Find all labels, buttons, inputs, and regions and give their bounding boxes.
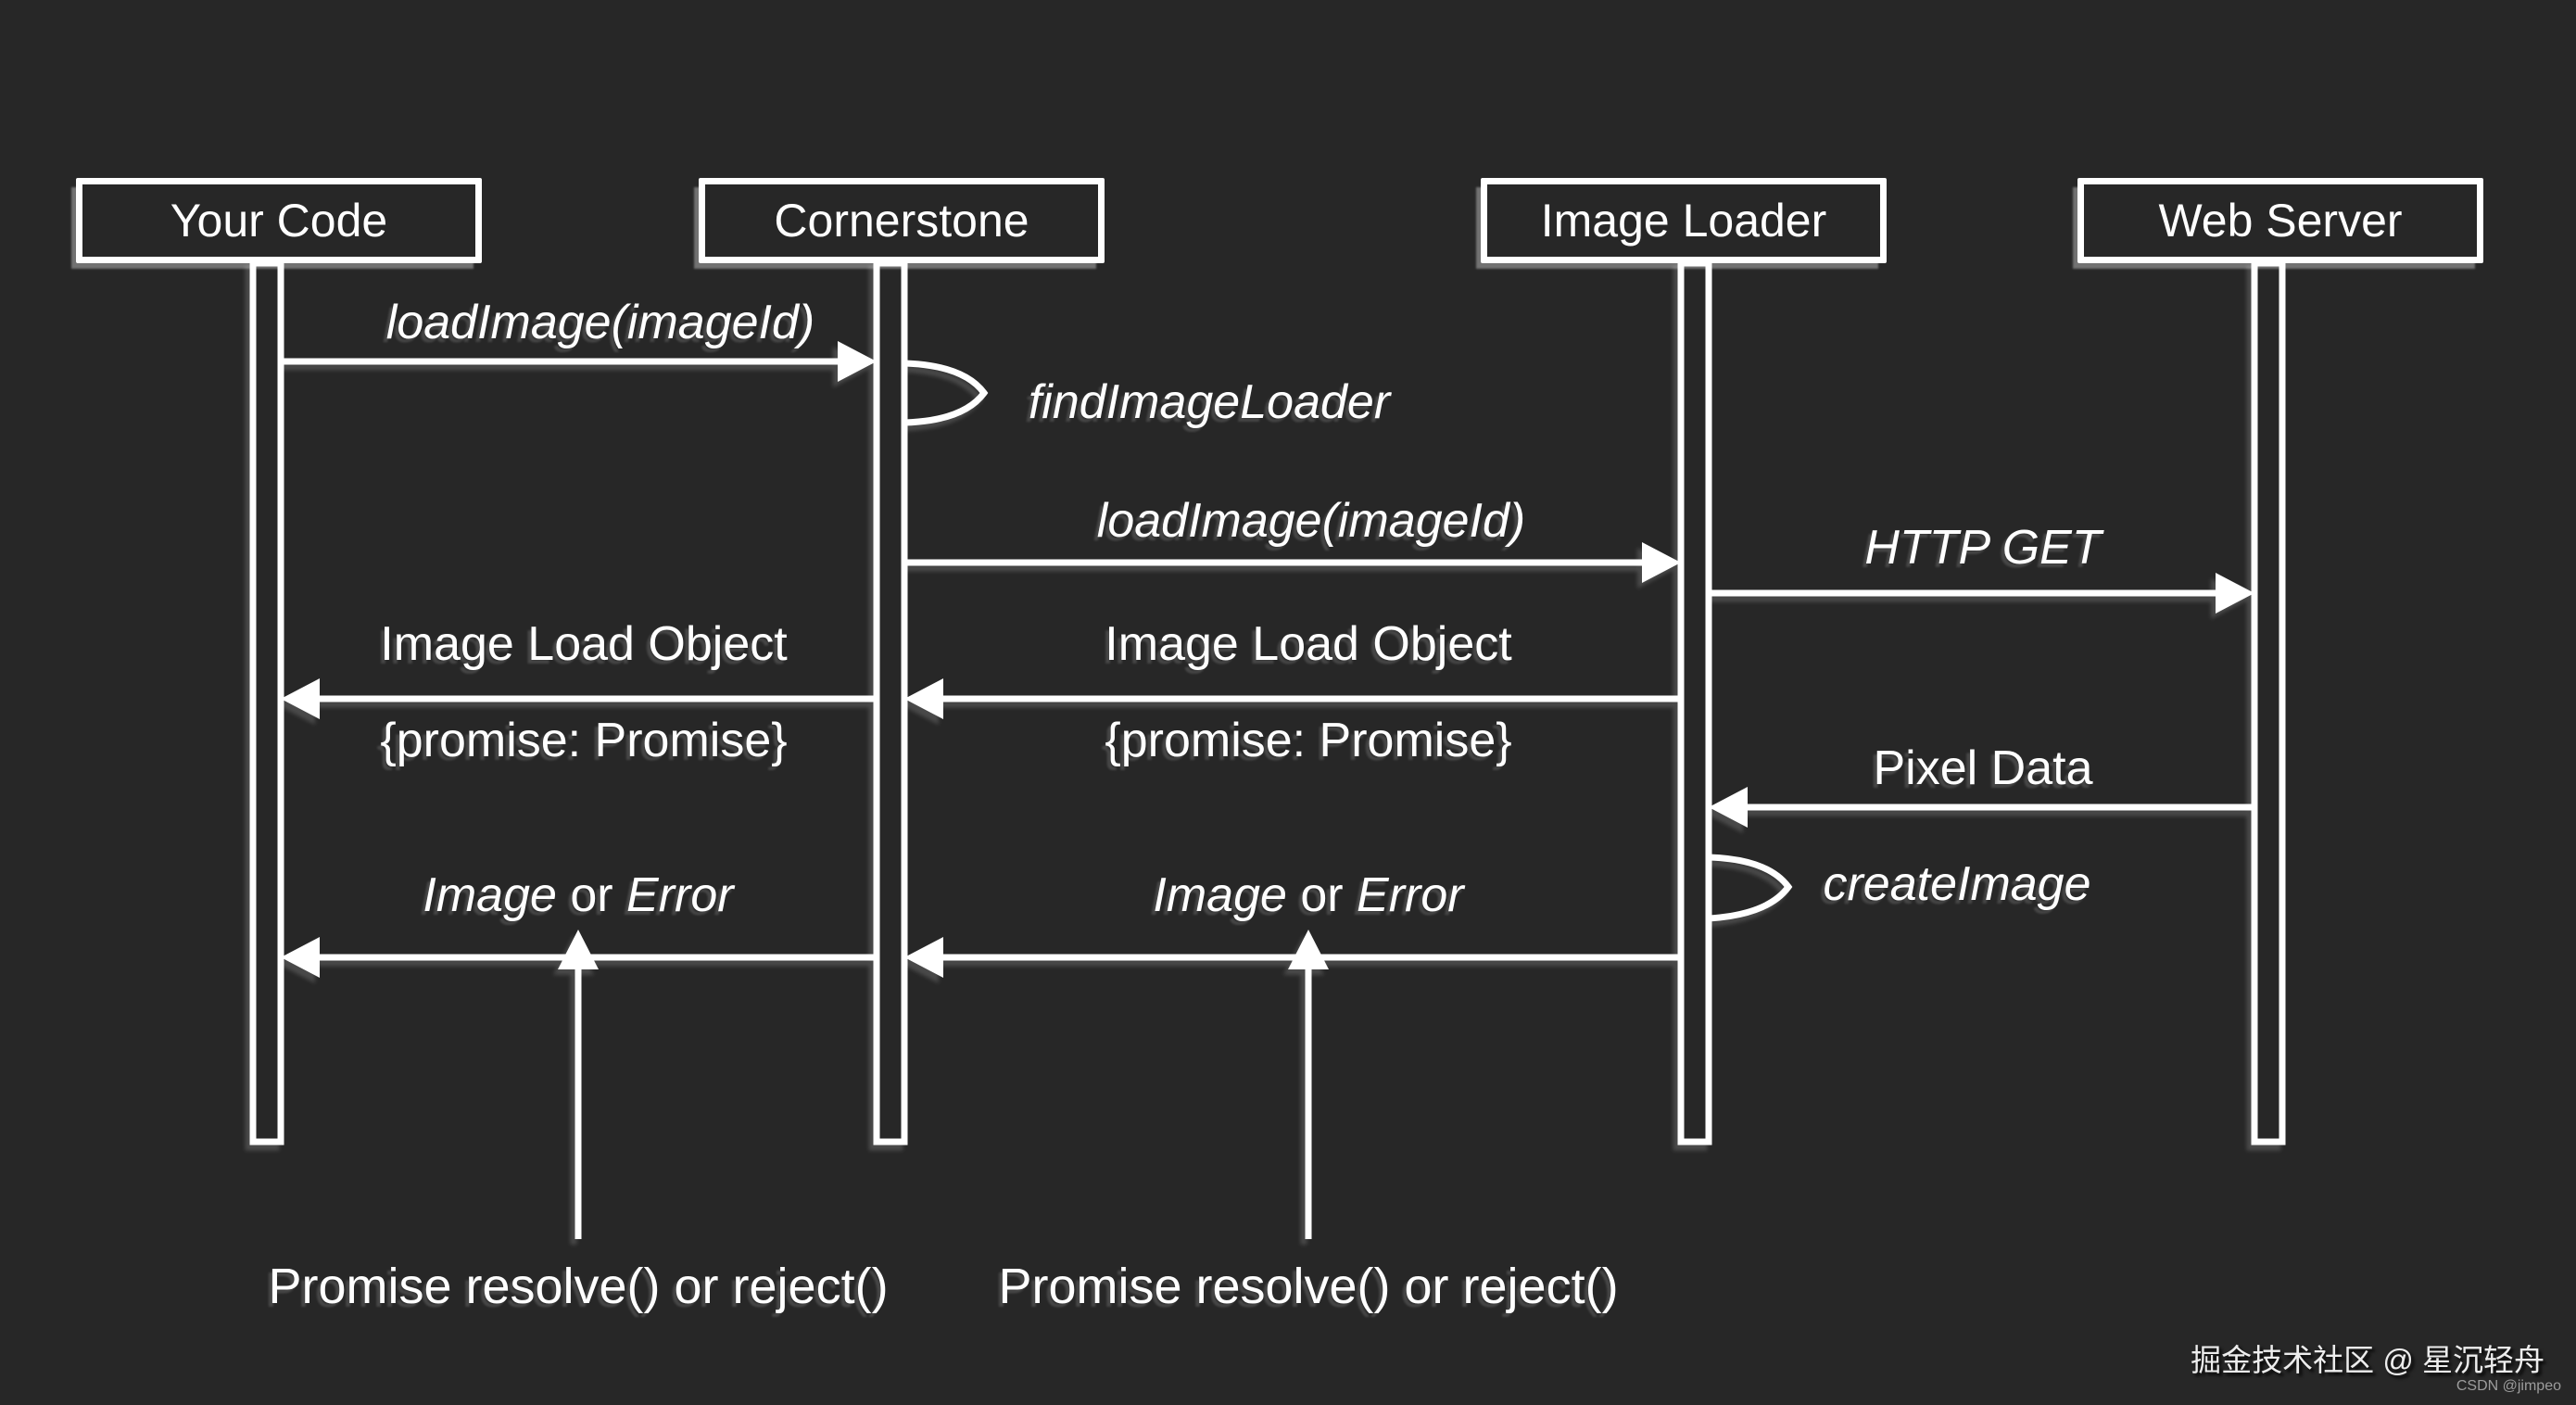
label-image-load-object-1: Image Load Object [380, 617, 788, 671]
label-promise-object-1: {promise: Promise} [380, 714, 788, 767]
arrow-pixel-data-head [1709, 787, 1748, 828]
label-image-or-error-1-or: or [556, 868, 627, 922]
label-image-or-error-2-or: or [1286, 868, 1357, 922]
actor-label-image-loader: Image Loader [1540, 195, 1827, 247]
label-load-image-2: loadImage(imageId) [1096, 494, 1526, 548]
label-create-image: createImage [1823, 857, 2091, 911]
label-image-or-error-1-error: Error [626, 868, 734, 922]
actor-box-web-server: Web Server [2077, 178, 2483, 263]
arrow-image-load-object-2-head [904, 678, 943, 719]
label-image-or-error-2-error: Error [1357, 868, 1464, 922]
arrow-http-get-head [2216, 573, 2254, 614]
label-promise-callback-2: Promise resolve() or reject() [998, 1259, 1619, 1314]
actor-label-your-code: Your Code [170, 195, 388, 247]
watermark-csdn: CSDN @jimpeo [2456, 1378, 2561, 1394]
arrow-promise-callback-2-head [1288, 930, 1329, 969]
label-promise-object-2: {promise: Promise} [1105, 714, 1512, 767]
label-image-or-error-2-image: Image [1153, 868, 1287, 922]
actor-box-image-loader: Image Loader [1481, 178, 1887, 263]
arrow-image-or-error-2-head [904, 937, 943, 978]
label-image-or-error-1: Image or Error [423, 867, 733, 923]
label-image-or-error-2: Image or Error [1153, 867, 1463, 923]
arrow-image-load-object-1-head [281, 678, 320, 719]
label-load-image-1: loadImage(imageId) [385, 296, 815, 349]
label-image-load-object-2: Image Load Object [1105, 617, 1512, 671]
arrow-image-or-error-1-head [281, 937, 320, 978]
watermark-juejin: 掘金技术社区 @ 星沉轻舟 [2191, 1343, 2544, 1377]
lifeline-your-code [249, 259, 284, 1146]
lifeline-cornerstone [873, 259, 908, 1146]
label-image-or-error-1-image: Image [423, 868, 557, 922]
label-promise-callback-1: Promise resolve() or reject() [268, 1259, 889, 1314]
arrow-promise-callback-1-head [558, 930, 599, 969]
arrow-load-image-2-head [1642, 542, 1681, 583]
label-pixel-data: Pixel Data [1873, 741, 2093, 795]
lifeline-web-server [2251, 259, 2286, 1146]
self-call-find-image-loader-arc [903, 360, 989, 426]
self-call-create-image-arc [1708, 854, 1793, 922]
label-find-image-loader: findImageLoader [1028, 375, 1391, 429]
actor-label-cornerstone: Cornerstone [774, 195, 1029, 247]
actor-label-web-server: Web Server [2158, 195, 2403, 247]
actor-box-cornerstone: Cornerstone [699, 178, 1105, 263]
label-http-get: HTTP GET [1864, 521, 2102, 575]
arrow-load-image-1-head [838, 341, 877, 382]
actor-box-your-code: Your Code [76, 178, 482, 263]
lifeline-image-loader [1677, 259, 1712, 1146]
